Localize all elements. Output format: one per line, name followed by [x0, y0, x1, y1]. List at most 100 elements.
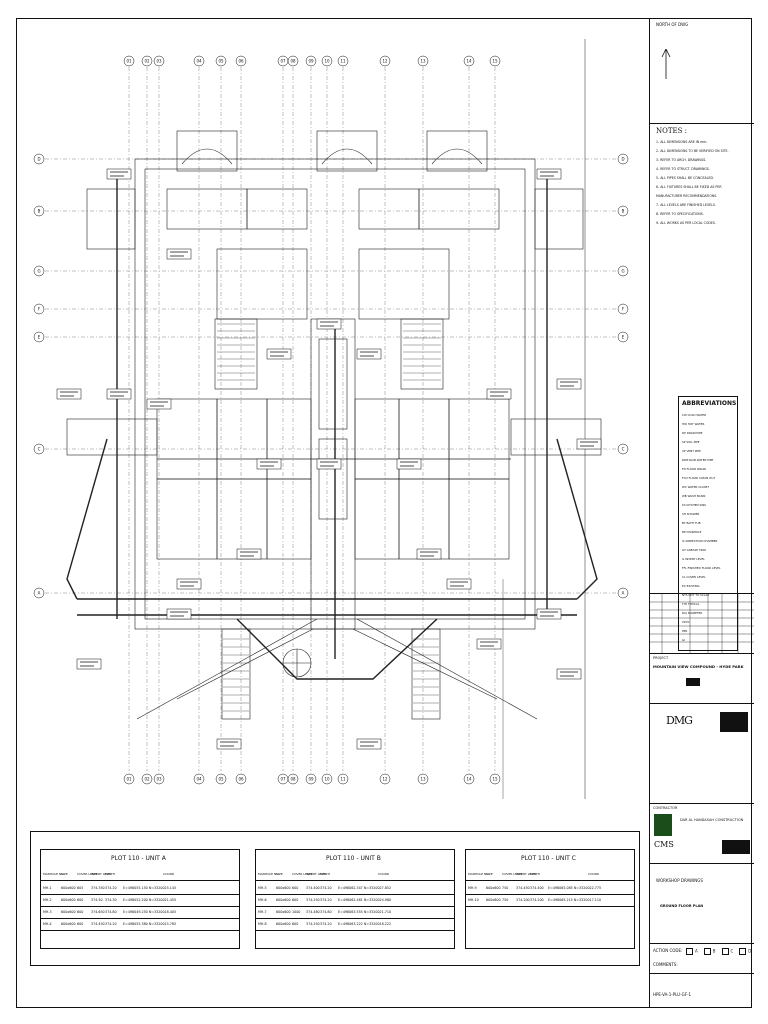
- abbreviation-row: SP SOIL PIPE: [682, 440, 700, 444]
- table-cell: 374.350: [91, 886, 105, 890]
- revision-table: [650, 594, 754, 654]
- pipe-tag-box: [56, 388, 82, 400]
- grid-bubble: [617, 331, 629, 343]
- consultant-logo: [720, 712, 748, 732]
- consultant-panel: DMG: [650, 704, 754, 804]
- table-cell: E=498055.150 N=3320025.145: [123, 886, 177, 890]
- table-row-line: [41, 906, 239, 907]
- abbreviation-row: DP DRAIN PIPE: [682, 431, 703, 435]
- grid-top-label: 04: [196, 59, 202, 64]
- contractor-name: DAR AL HANDASAH CONSTRUCTION: [680, 818, 744, 822]
- table-cell: 600: [77, 922, 84, 926]
- note-line: 4- REFER TO STRUCT. DRAWINGS.: [656, 167, 710, 171]
- grid-bubble: [463, 55, 475, 67]
- table-header: DEPTH: [530, 872, 541, 876]
- pipe-tag-box: [166, 248, 192, 260]
- grid-bubble: [33, 205, 45, 217]
- pipe-tag-text: [170, 251, 188, 257]
- table-header: SIZE: [486, 872, 493, 876]
- pipe-tag-box: [166, 608, 192, 620]
- grid-bubble: [617, 265, 629, 277]
- table-cell: MH-4: [43, 922, 52, 926]
- grid-bubble: [33, 153, 45, 165]
- table-cell: 600x600: [486, 886, 501, 890]
- grid-bottom-label: 04: [196, 777, 202, 782]
- table-cell: 605: [77, 886, 84, 890]
- pipe-tag-box: [446, 578, 472, 590]
- table-cell: 600x600: [276, 910, 291, 914]
- grid-top-label: 12: [382, 59, 388, 64]
- table-divider: [466, 880, 634, 881]
- note-line: 9- ALL WORKS AS PER LOCAL CODES.: [656, 221, 716, 225]
- table-row-line: [41, 894, 239, 895]
- abbreviation-row: CL COVER LEVEL: [682, 575, 706, 579]
- action-code-checkbox[interactable]: [739, 948, 747, 955]
- table-header: MANHOLE NO.: [468, 872, 490, 876]
- grid-right-label: D: [621, 157, 624, 162]
- pipe-tag-text: [110, 391, 128, 397]
- table-row-line: [41, 930, 239, 931]
- grid-top-label: 13: [420, 59, 426, 64]
- table-cell: 600: [77, 910, 84, 914]
- project-panel: PROJECT MOUNTAIN VIEW COMPOUND - HYDE PA…: [650, 654, 754, 704]
- pipe-tag-text: [400, 461, 418, 467]
- action-code-checkbox[interactable]: [721, 948, 729, 955]
- grid-bubble: [33, 303, 45, 315]
- grid-right-label: C: [622, 447, 625, 452]
- table-cell: E=498065.085 N=3320022.775: [548, 886, 602, 890]
- action-code-checkbox[interactable]: [686, 948, 693, 955]
- table-cell: E=498063.555 N=3320021.710: [338, 910, 392, 914]
- pipe-tag-text: [320, 461, 338, 467]
- table-cell: E=498062.347 N=3320027.852: [338, 886, 392, 890]
- pipe-tag-box: [146, 398, 172, 410]
- table-cell: 374.400: [306, 886, 320, 890]
- table-cell: 374.20: [320, 886, 332, 890]
- grid-top-label: 11: [340, 59, 346, 64]
- grid-bottom-label: 03: [156, 777, 162, 782]
- action-code-checkbox[interactable]: [703, 948, 711, 955]
- table-cell: E=498063.222 N=3320018.222: [338, 922, 392, 926]
- table-header: INVERT LEVEL: [516, 872, 537, 876]
- action-code-option: C: [730, 948, 734, 954]
- cms-logo: CMS: [654, 840, 674, 849]
- grid-bubble: [235, 55, 247, 67]
- table-header: SIZE: [276, 872, 283, 876]
- grid-bubble: [617, 205, 629, 217]
- table-cell: E=498055.380 N=3320015.785: [123, 922, 177, 926]
- table-header: COORD: [378, 872, 390, 876]
- grid-top-label: 09: [308, 59, 314, 64]
- note-line: 8- REFER TO SPECIFICATIONS.: [656, 212, 704, 216]
- table-cell: 600: [292, 886, 299, 890]
- grid-bottom-label: 01: [126, 777, 132, 782]
- table-header: COVER LEVEL: [502, 872, 523, 876]
- pipe-tag-text: [540, 611, 558, 617]
- pipe-tag-text: [540, 171, 558, 177]
- grid-left-label: E: [38, 335, 41, 340]
- grid-top-label: 15: [492, 59, 498, 64]
- pipe-tag-box: [356, 738, 382, 750]
- grid-bottom-label: 06: [238, 777, 244, 782]
- action-code-label: ACTION CODE:: [653, 948, 683, 953]
- pipe-tag-box: [176, 578, 202, 590]
- grid-bubble: [153, 55, 165, 67]
- pipe-tag-text: [450, 581, 468, 587]
- table-header: SIZE: [61, 872, 68, 876]
- table-cell: 600: [292, 898, 299, 902]
- drawing-number: HPE-VA-1-PLU-GF-1: [653, 992, 692, 997]
- table-cell: 374.20: [105, 922, 117, 926]
- table-cell: MH-10: [468, 898, 479, 902]
- table-cell: 374.30: [105, 898, 117, 902]
- abbreviation-row: DIA DIAMETER: [682, 611, 703, 615]
- pipe-tag-text: [150, 401, 168, 407]
- pipe-tag-text: [260, 461, 278, 467]
- abbreviation-row: GT GREASE TRAP: [682, 548, 707, 552]
- pipe-tag-box: [356, 348, 382, 360]
- table-cell: 600x600: [61, 910, 76, 914]
- table-cell: E=498065.215 N=3320017.110: [548, 898, 602, 902]
- abbreviation-row: MH MANHOLE: [682, 530, 702, 534]
- grid-bubble: [141, 55, 153, 67]
- table-cell: 374.80: [320, 910, 332, 914]
